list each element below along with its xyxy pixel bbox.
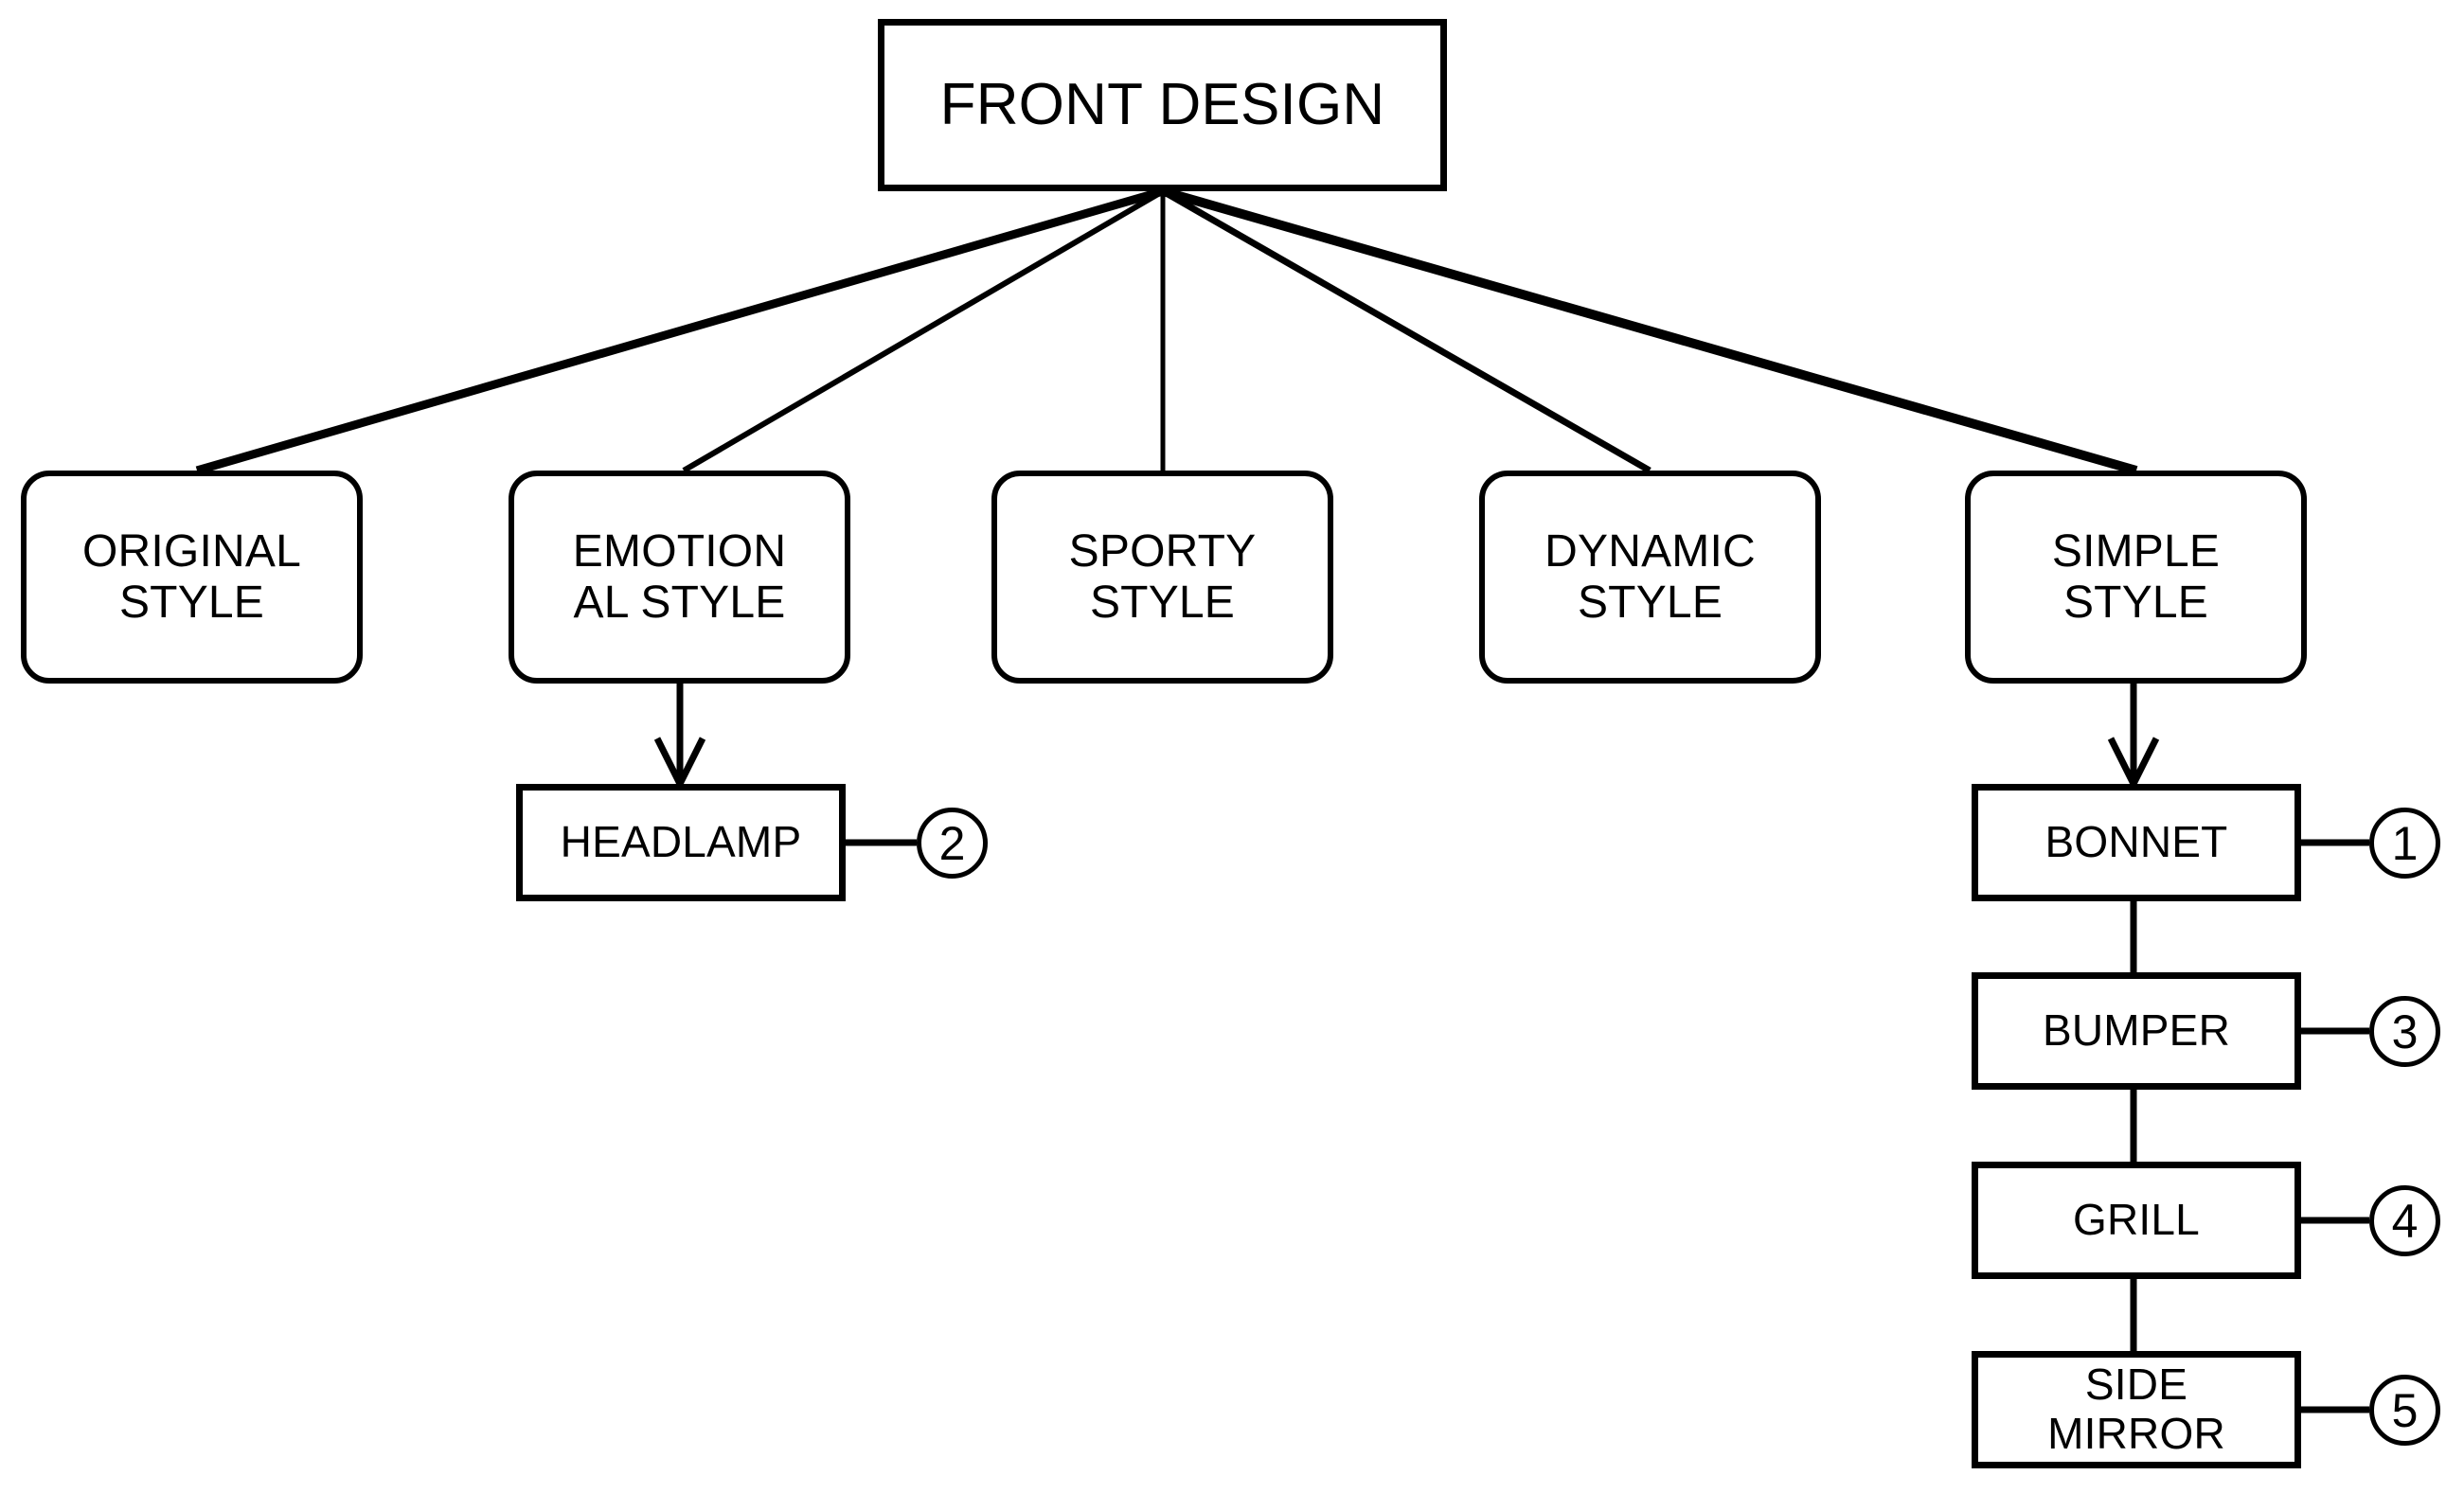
node-grill[interactable]: GRILL bbox=[1972, 1162, 2301, 1279]
marker-headlamp-number: 2 bbox=[938, 816, 966, 870]
node-dynamic-style[interactable]: DYNAMIC STYLE bbox=[1479, 471, 1821, 684]
edge-root-to-emotional bbox=[682, 188, 1165, 473]
marker-bumper[interactable]: 3 bbox=[2369, 996, 2440, 1067]
marker-bonnet-number: 1 bbox=[2391, 816, 2419, 870]
arrowhead-bonnet bbox=[2107, 737, 2160, 791]
node-front-design-label: FRONT DESIGN bbox=[939, 72, 1385, 138]
marker-bonnet[interactable]: 1 bbox=[2369, 808, 2440, 879]
edge-root-to-dynamic bbox=[1161, 187, 1652, 474]
marker-bumper-number: 3 bbox=[2391, 1004, 2419, 1058]
node-sporty-style-label: SPORTY STYLE bbox=[1068, 525, 1257, 628]
edge-root-to-original bbox=[195, 187, 1165, 475]
node-bonnet[interactable]: BONNET bbox=[1972, 784, 2301, 901]
node-sporty-style[interactable]: SPORTY STYLE bbox=[991, 471, 1333, 684]
marker-headlamp[interactable]: 2 bbox=[917, 808, 988, 879]
edge-root-to-simple bbox=[1161, 187, 2138, 475]
node-emotional-style-label: EMOTION AL STYLE bbox=[572, 525, 787, 628]
node-front-design[interactable]: FRONT DESIGN bbox=[878, 19, 1447, 191]
node-bumper-label: BUMPER bbox=[2042, 1005, 2230, 1056]
node-original-style-label: ORIGINAL STYLE bbox=[82, 525, 301, 628]
marker-grill-number: 4 bbox=[2391, 1194, 2419, 1248]
node-side-mirror[interactable]: SIDE MIRROR bbox=[1972, 1351, 2301, 1468]
marker-side-mirror-number: 5 bbox=[2391, 1383, 2419, 1437]
node-side-mirror-label: SIDE MIRROR bbox=[2047, 1360, 2225, 1458]
node-grill-label: GRILL bbox=[2073, 1195, 2200, 1245]
node-bumper[interactable]: BUMPER bbox=[1972, 972, 2301, 1090]
node-original-style[interactable]: ORIGINAL STYLE bbox=[21, 471, 363, 684]
marker-side-mirror[interactable]: 5 bbox=[2369, 1375, 2440, 1446]
marker-grill[interactable]: 4 bbox=[2369, 1185, 2440, 1256]
node-headlamp-label: HEADLAMP bbox=[560, 817, 802, 867]
node-simple-style-label: SIMPLE STYLE bbox=[2051, 525, 2221, 628]
node-bonnet-label: BONNET bbox=[2044, 817, 2228, 867]
node-dynamic-style-label: DYNAMIC STYLE bbox=[1544, 525, 1756, 628]
node-emotional-style[interactable]: EMOTION AL STYLE bbox=[509, 471, 850, 684]
arrowhead-headlamp bbox=[653, 737, 706, 791]
node-headlamp[interactable]: HEADLAMP bbox=[516, 784, 846, 901]
node-simple-style[interactable]: SIMPLE STYLE bbox=[1965, 471, 2307, 684]
